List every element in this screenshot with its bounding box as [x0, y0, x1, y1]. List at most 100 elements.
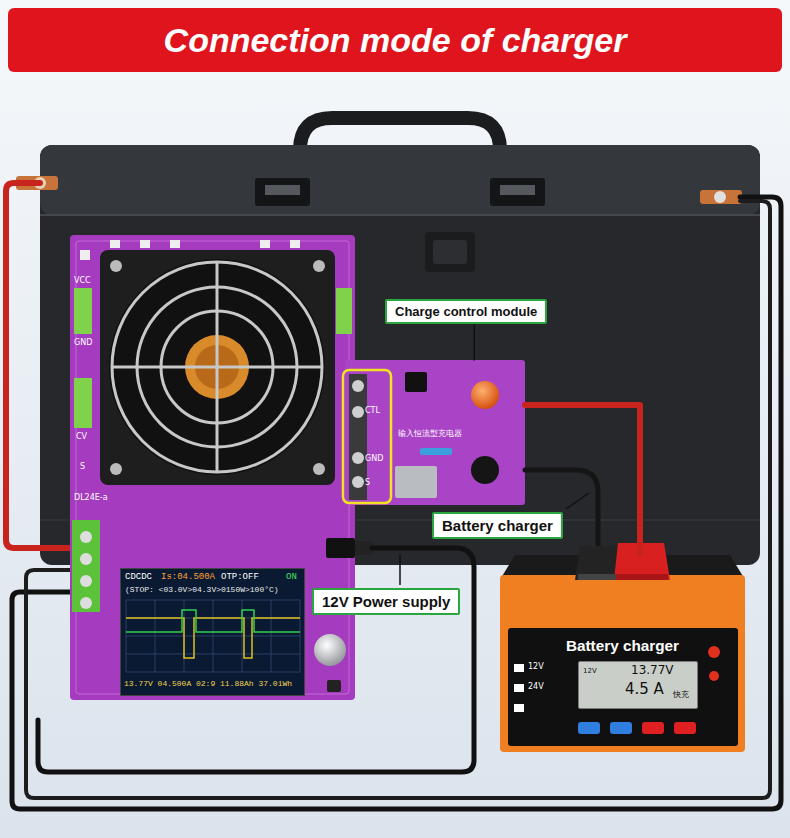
node-text: Battery charger	[500, 637, 745, 655]
wire	[6, 183, 781, 809]
node-text: CTL	[365, 406, 380, 415]
text-slot: 24V	[528, 682, 544, 691]
text-slot: 13.77V 04.500A 02:9 11.88Ah 37.01Wh	[124, 679, 292, 688]
node-text: 13.77V 04.500A 02:9 11.88Ah 37.01Wh	[124, 679, 292, 688]
cooling-fan	[109, 259, 325, 475]
node-text: CDCDC	[125, 572, 152, 582]
node-text: 12V	[583, 667, 597, 675]
rotary-knob	[327, 680, 341, 692]
battery	[500, 185, 535, 195]
battery	[433, 240, 467, 264]
node-text: GND	[365, 454, 383, 463]
cooling-fan	[100, 250, 335, 485]
cooling-fan	[112, 366, 322, 369]
pin-label: 24V	[528, 682, 544, 691]
cooling-fan	[110, 260, 122, 272]
control-module	[471, 456, 499, 484]
leader-line	[474, 324, 476, 360]
highlight-box	[343, 370, 391, 503]
battery	[40, 214, 760, 216]
charger-body	[674, 722, 696, 734]
dl24-board	[80, 597, 92, 609]
grid-line	[126, 600, 300, 601]
text-slot: 12V	[583, 667, 597, 675]
electronic-load-board: DL24E-aCDCDCIs:04.500AOTP:OFFON(STOP: <0…	[70, 235, 355, 700]
text-slot: S	[80, 462, 85, 471]
charger-body	[642, 722, 664, 734]
dl24-board	[80, 250, 90, 260]
pin-label: GND	[74, 338, 92, 347]
callout-text: Battery charger	[442, 517, 553, 534]
dl24-board	[76, 241, 349, 694]
title-band	[8, 8, 782, 72]
title: Connection mode of charger	[164, 21, 627, 60]
battery	[40, 145, 760, 215]
power-jack	[326, 538, 355, 558]
dl24-board	[72, 520, 100, 612]
text-slot: CTL	[365, 406, 380, 415]
text-slot: GND	[74, 338, 92, 347]
node-text: S	[365, 478, 370, 487]
node-text: 13.77V	[631, 664, 674, 678]
text-slot: CDCDC	[125, 572, 152, 582]
pin-label: CV	[76, 432, 87, 441]
charger-body	[578, 722, 600, 734]
control-module	[352, 380, 364, 392]
charger-body	[610, 722, 632, 734]
text-slot: DL24E-a	[74, 493, 108, 502]
wire	[26, 201, 770, 798]
charger-body	[500, 575, 745, 752]
pin-label: 输入恒流型充电器	[398, 428, 462, 439]
text-slot: 12V	[528, 662, 544, 671]
text-slot: OTP:OFF	[221, 572, 259, 582]
pin-label: S	[80, 462, 85, 471]
title-slot: Connection mode of charger	[8, 8, 782, 72]
screen-graph	[124, 598, 301, 674]
battery-terminal	[700, 190, 742, 204]
dl24-board	[170, 240, 180, 248]
wire	[6, 183, 76, 548]
charger-body	[514, 704, 524, 712]
callout-text: Charge control module	[395, 304, 537, 319]
node-text: Is:04.500A	[161, 572, 215, 582]
charger-display: 12V13.77V4.5 A快充	[578, 661, 698, 709]
battery	[255, 178, 310, 206]
control-module	[395, 466, 437, 498]
grid-line	[126, 672, 300, 673]
text-slot: Battery charger	[500, 637, 745, 655]
control-module	[420, 448, 452, 455]
node-text: 快充	[673, 690, 689, 699]
text-slot: S	[365, 478, 370, 487]
voltage-trace	[126, 618, 300, 658]
battery	[265, 185, 300, 195]
crocodile-clip	[616, 574, 668, 580]
cooling-fan	[112, 262, 322, 472]
text-slot: 快充	[673, 690, 689, 699]
dl24-board	[110, 240, 120, 248]
dl24-board	[80, 531, 92, 543]
battery-terminal	[714, 191, 726, 203]
leader-line	[399, 555, 401, 585]
callout-box: 12V Power supply	[312, 588, 460, 615]
cooling-fan	[313, 463, 325, 475]
rotary-knob	[314, 634, 346, 692]
text-slot: ON	[286, 572, 297, 582]
dl24-board	[80, 575, 92, 587]
node-text: ON	[286, 572, 297, 582]
dl24-board	[140, 240, 150, 248]
highlight-box	[343, 370, 391, 503]
charger-body	[514, 664, 524, 672]
crocodile-clip	[575, 543, 670, 580]
dl24-board	[290, 240, 300, 248]
title-band	[8, 8, 782, 72]
battery	[425, 232, 475, 272]
lcd-screen: CDCDCIs:04.500AOTP:OFFON(STOP: <03.0V>04…	[120, 568, 305, 696]
battery-charger: Battery charger12V13.77V4.5 A快充	[500, 555, 745, 752]
control-module	[352, 476, 364, 488]
wire	[12, 197, 781, 809]
